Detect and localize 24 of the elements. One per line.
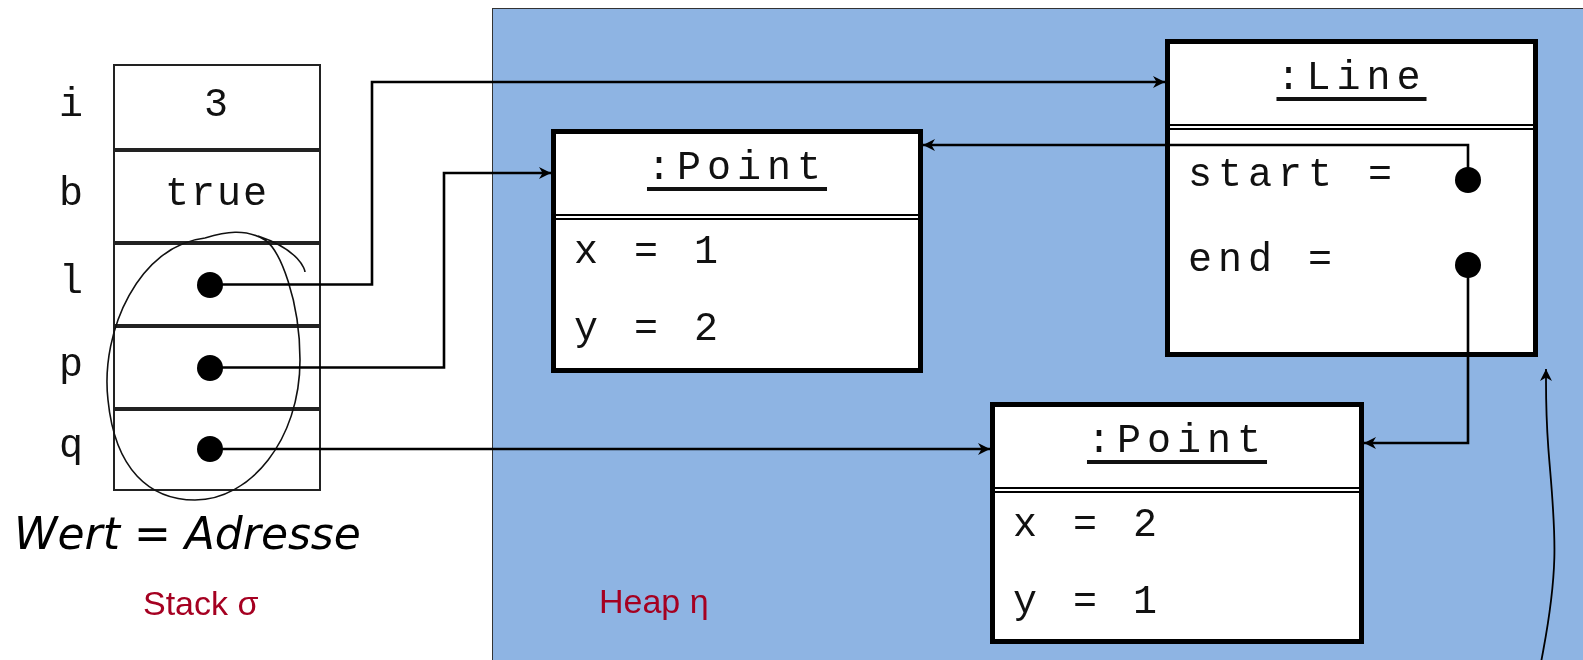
- variable-name: l: [59, 259, 89, 305]
- class-name: :Point: [647, 146, 827, 191]
- attribute-text: y = 2: [574, 307, 725, 352]
- heap-area: [492, 8, 1583, 660]
- value-text: 3: [203, 83, 231, 128]
- handwritten-note: Wert = Adresse: [14, 508, 361, 559]
- variable-name: b: [59, 171, 89, 217]
- variable-name: p: [59, 342, 89, 388]
- heap-label: Heap η: [599, 582, 709, 621]
- attribute-text: y = 1: [1013, 580, 1164, 625]
- stack-label: Stack σ: [143, 584, 259, 623]
- object-box: [551, 129, 923, 373]
- attribute-text: start =: [1188, 153, 1399, 198]
- object-box: [1165, 39, 1538, 357]
- object-box: [990, 402, 1364, 644]
- attribute-text: x = 1: [574, 230, 725, 275]
- attribute-text: end =: [1188, 238, 1339, 283]
- value-text: true: [164, 171, 270, 217]
- variable-name: q: [59, 424, 89, 469]
- class-name: :Line: [1276, 56, 1427, 101]
- attribute-text: x = 2: [1013, 503, 1164, 548]
- variable-name: i: [59, 83, 89, 128]
- hand-drawn-arrow: [1539, 368, 1556, 660]
- class-name: :Point: [1087, 419, 1267, 464]
